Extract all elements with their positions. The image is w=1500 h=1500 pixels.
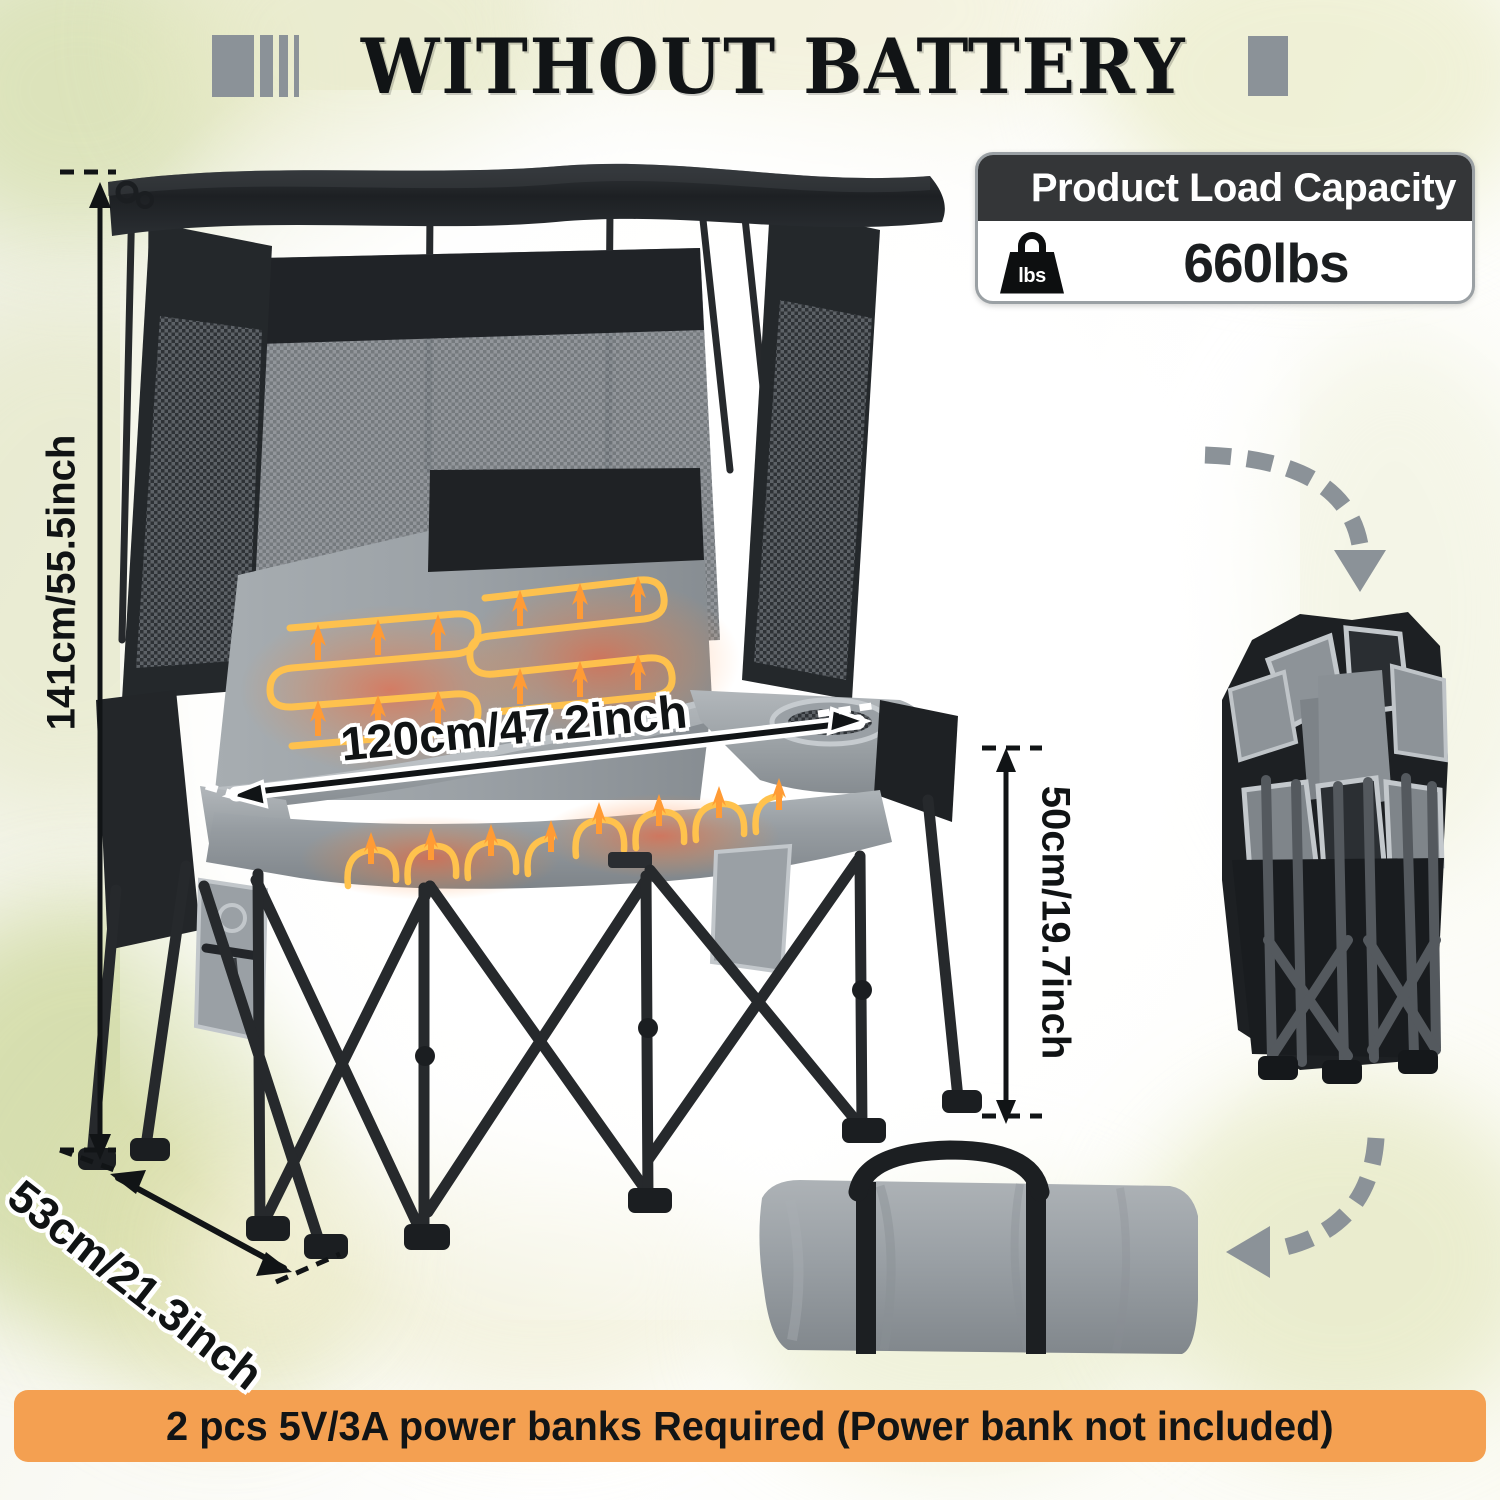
load-capacity-body: lbs 660lbs xyxy=(978,221,1472,301)
weight-icon-label: lbs xyxy=(1018,264,1046,287)
load-capacity-heading: Product Load Capacity xyxy=(1030,165,1457,210)
header-decor-bars-right xyxy=(1248,36,1289,96)
header-decor-bars-left xyxy=(211,35,299,97)
load-capacity-heading-row: Product Load Capacity xyxy=(978,155,1472,221)
header: WITHOUT BATTERY xyxy=(0,0,1500,132)
power-bank-banner: 2 pcs 5V/3A power banks Required (Power … xyxy=(14,1390,1486,1462)
weight-icon: lbs xyxy=(996,231,1068,294)
dimension-seat-height-label: 50cm/19.7inch xyxy=(1033,785,1078,1060)
folded-chair xyxy=(1222,612,1449,1084)
load-capacity-badge: Product Load Capacity lbs 660lbs xyxy=(975,152,1475,304)
fold-flow-arrow xyxy=(1204,446,1386,592)
carry-bag xyxy=(759,1140,1198,1354)
pack-flow-arrow xyxy=(1226,1137,1385,1278)
power-bank-banner-text: 2 pcs 5V/3A power banks Required (Power … xyxy=(166,1402,1334,1449)
dimension-height-label: 141cm/55.5inch xyxy=(39,434,84,731)
load-capacity-value: 660lbs xyxy=(1183,231,1349,294)
page-title: WITHOUT BATTERY xyxy=(360,21,1187,111)
